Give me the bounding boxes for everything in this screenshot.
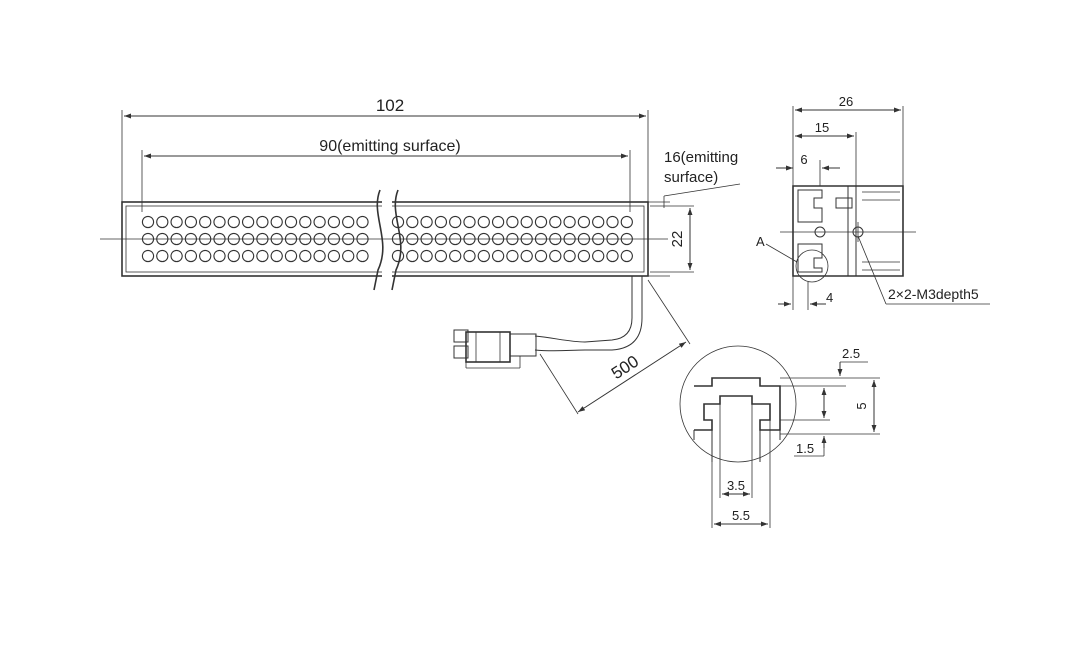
led-dot [592,249,605,263]
led-dot [463,249,476,263]
led-dot [356,249,369,263]
front-view: 102 90(emitting surface) [100,96,741,415]
led-dot [342,215,355,229]
led-dot [184,215,198,229]
break-line-right [391,189,402,291]
led-dot [170,215,183,229]
led-dot [141,249,155,263]
width-6-label: 6 [800,152,807,167]
led-dot [356,215,369,229]
led-dot [606,215,619,229]
cable-length-label: 500 [608,352,642,383]
emitting-length-label: 90(emitting surface) [319,138,460,155]
led-dot [256,215,269,229]
side-dimensions: 22 16(emitting surface) [648,149,741,277]
overall-length-label: 102 [376,96,404,115]
side-profile [780,185,916,277]
dim-3-5-label: 3.5 [727,478,745,493]
emitting-length-dimension: 90(emitting surface) [141,138,631,212]
led-dot [434,215,448,229]
led-dot [199,215,212,229]
led-dot [156,215,169,229]
led-dot [520,249,533,263]
led-dot [184,249,198,263]
overall-length-dimension: 102 [121,96,649,202]
dim-5-label: 5 [854,402,869,409]
led-dot [506,249,519,263]
led-dot [213,249,226,263]
led-dot [420,249,433,263]
led-dot [299,249,312,263]
led-dot [342,249,355,263]
led-dot [284,249,298,263]
detail-a-label: A [756,234,765,249]
led-dot [449,249,462,263]
led-dot [156,249,169,263]
emitting-width-label-1: 16(emitting [664,149,738,166]
connector [453,329,537,369]
width-26-label: 26 [839,94,853,109]
led-dot [577,215,591,229]
detail-a-marker-circle [795,249,829,283]
led-dot [620,249,633,263]
led-dot [284,215,298,229]
led-dot [491,215,505,229]
led-dot [534,215,548,229]
led-dot [577,249,591,263]
side-view: 26 15 6 A [756,94,990,310]
led-dot [227,215,240,229]
dim-1-5-label: 1.5 [796,441,814,456]
led-dot [391,215,405,229]
led-dot [563,249,576,263]
led-dot [406,249,419,263]
led-dot [592,215,605,229]
led-dot [241,215,255,229]
led-dot [270,249,283,263]
led-dot [491,249,505,263]
led-dot [563,215,576,229]
break-line-left [373,189,384,291]
led-dot [241,249,255,263]
emitting-width-label-2: surface) [664,169,718,186]
led-dot [463,215,476,229]
led-dot [434,249,448,263]
led-dot [406,215,419,229]
led-dot [420,215,433,229]
led-dot [199,249,212,263]
led-dot [256,249,269,263]
cable-length-dimension: 500 [539,279,691,415]
led-dot [520,215,533,229]
cable [534,276,643,352]
led-dot [327,215,341,229]
mount-holes-label: 2×2-M3depth5 [888,286,979,302]
led-dot [477,249,490,263]
led-dot [449,215,462,229]
dim-5-5-label: 5.5 [732,508,750,523]
led-dot [391,249,405,263]
width-4-label: 4 [826,290,833,305]
led-dot [327,249,341,263]
led-dot [313,215,326,229]
dim-2-5-label: 2.5 [842,346,860,361]
led-dot [477,215,490,229]
led-dot [299,215,312,229]
led-dot [534,249,548,263]
led-dot [170,249,183,263]
led-dot [270,215,283,229]
width-15-label: 15 [815,120,829,135]
led-dot [141,215,155,229]
height-label: 22 [669,231,686,248]
led-dot [227,249,240,263]
led-dot [549,249,562,263]
light-bar-body [121,189,649,291]
led-dot [213,215,226,229]
led-dot [313,249,326,263]
led-dot [549,215,562,229]
detail-view-a: 2.5 5 1.5 3.5 5.5 [679,345,880,528]
led-dot [606,249,619,263]
led-dot [506,215,519,229]
led-dot [620,215,633,229]
